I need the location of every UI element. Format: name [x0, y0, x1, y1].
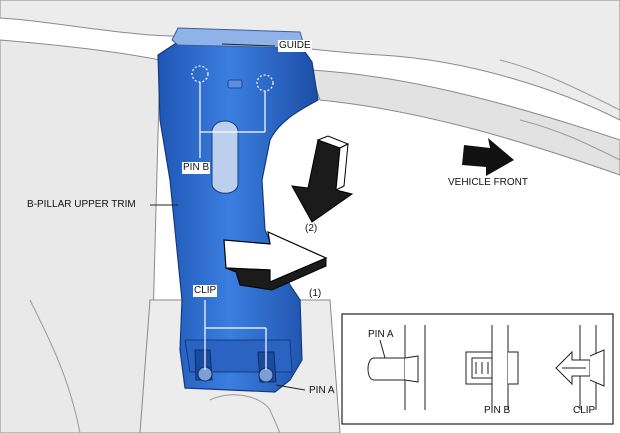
inset-pin-b-drawing	[465, 325, 519, 410]
label-step-2: (2)	[305, 223, 318, 234]
label-pin-b: PIN B	[182, 162, 211, 174]
inset-label-pin-b: PIN B	[484, 405, 511, 416]
inset-panel	[341, 313, 614, 425]
label-step-1: (1)	[309, 288, 322, 299]
label-pin-a: PIN A	[309, 385, 335, 396]
label-guide: GUIDE	[278, 40, 312, 52]
inset-pin-a-drawing	[367, 325, 426, 410]
b-pillar-upper-trim	[157, 27, 319, 393]
leader-lines-dark	[150, 43, 306, 391]
inset-label-clip: CLIP	[573, 405, 596, 416]
inset-clip-drawing	[555, 325, 605, 410]
leader-lines	[199, 82, 267, 370]
label-vehicle-front: VEHICLE FRONT	[448, 177, 529, 188]
vehicle-front-arrow-icon	[462, 138, 514, 176]
inset-label-pin-a: PIN A	[368, 329, 394, 340]
label-b-pillar-upper-trim: B-PILLAR UPPER TRIM	[27, 199, 136, 210]
label-clip: CLIP	[193, 285, 218, 297]
